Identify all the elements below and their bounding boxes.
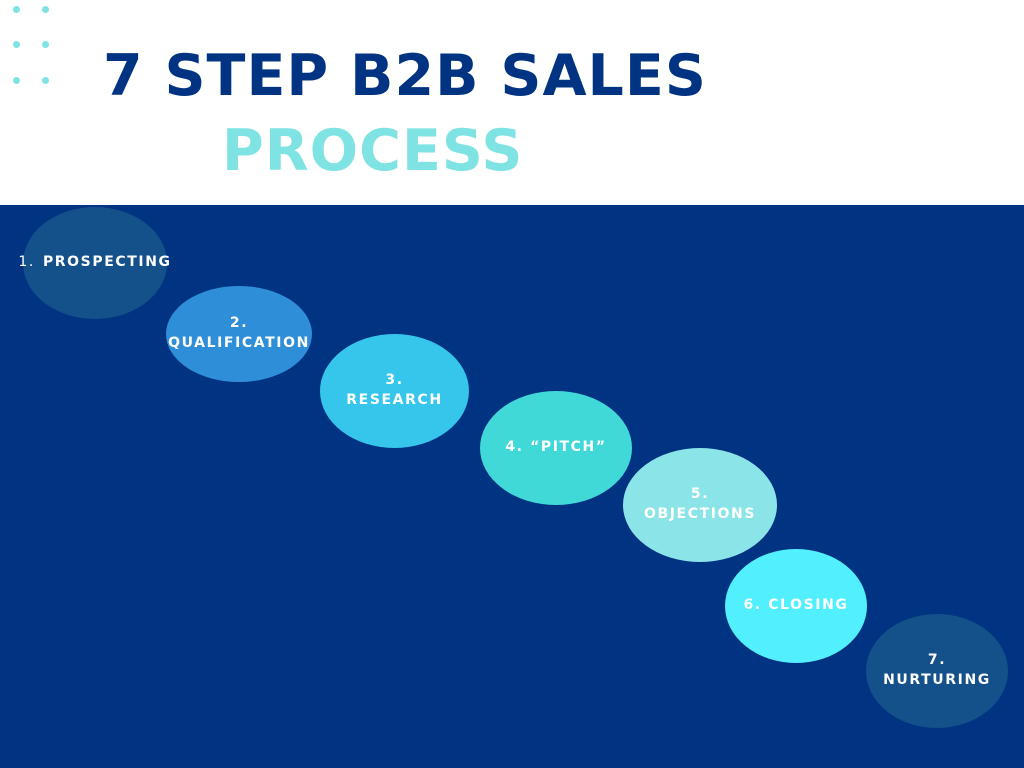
step-5-number: 5. <box>690 486 710 503</box>
step-3-label: RESEARCH <box>346 392 443 408</box>
step-4-label: “PITCH” <box>530 439 607 456</box>
step-2-number: 2. <box>229 315 249 332</box>
page-subtitle: PROCESS <box>222 118 524 184</box>
step-6-label: CLOSING <box>768 597 849 614</box>
page-title: 7 STEP B2B SALES <box>103 43 707 109</box>
process-panel: 1. PROSPECTING 2. QUALIFICATION 3. RESEAR… <box>0 205 1024 768</box>
decorative-dot <box>13 41 20 48</box>
step-3-number: 3. <box>385 372 404 389</box>
step-4: 4. “PITCH” <box>480 391 632 505</box>
decorative-dot <box>13 77 20 84</box>
step-6-number: 6. <box>743 597 762 614</box>
step-7-number: 7. <box>927 652 947 669</box>
step-4-number: 4. <box>505 439 524 456</box>
step-5-label: OBJECTIONS <box>643 506 757 522</box>
decorative-dot <box>42 77 49 84</box>
step-5: 5. OBJECTIONS <box>623 448 777 562</box>
step-3: 3. RESEARCH <box>320 334 469 448</box>
header: 7 STEP B2B SALES PROCESS <box>0 0 1024 205</box>
step-1-number: 1. <box>18 254 35 271</box>
step-2: 2. QUALIFICATION <box>166 286 312 382</box>
step-1-label: PROSPECTING <box>42 254 172 271</box>
step-2-label: QUALIFICATION <box>168 335 310 351</box>
step-1: 1. PROSPECTING <box>18 207 170 319</box>
step-7-label: NURTURING <box>883 672 991 688</box>
decorative-dot <box>13 6 20 13</box>
decorative-dot <box>42 41 49 48</box>
step-7: 7. NURTURING <box>866 614 1008 728</box>
decorative-dot <box>42 6 49 13</box>
step-6: 6. CLOSING <box>725 549 867 663</box>
